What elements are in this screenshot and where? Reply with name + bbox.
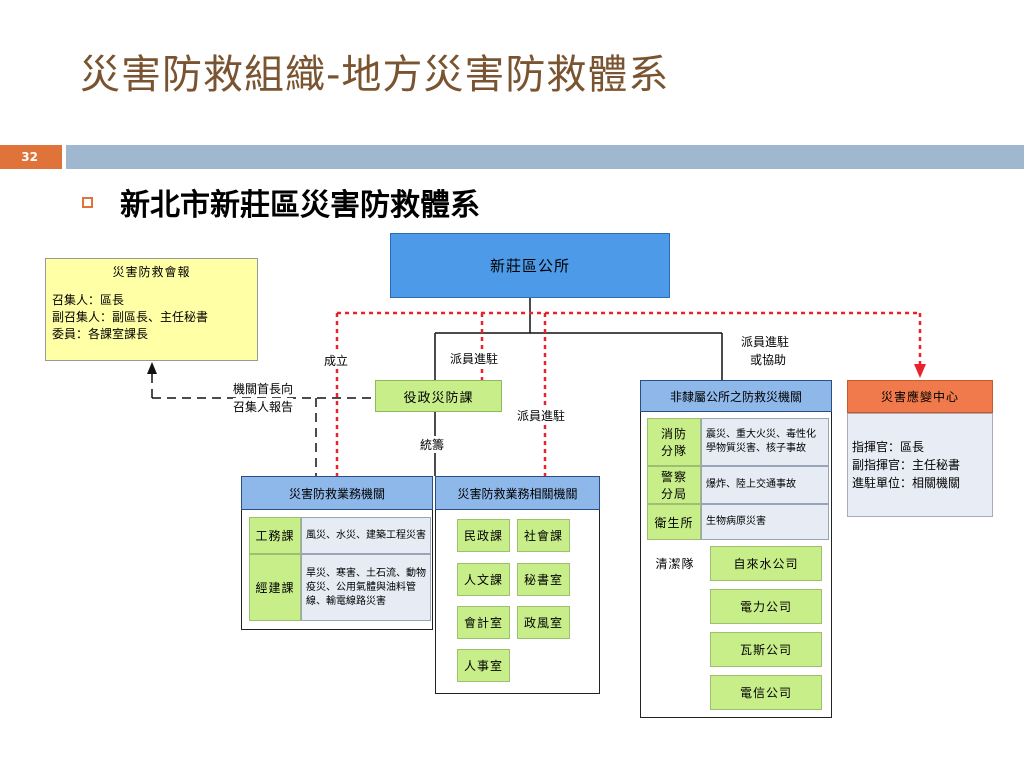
emergency-deputy: 副指揮官：主任秘書 xyxy=(852,458,961,472)
unit-ethics: 政風室 xyxy=(517,606,570,639)
label-report-2: 召集人報告 xyxy=(233,398,294,415)
unit-health: 衛生所 xyxy=(647,504,701,540)
unit-water-company: 自來水公司 xyxy=(710,546,822,581)
unit-public-works: 工務課 xyxy=(249,517,301,554)
unit-civil-affairs: 民政課 xyxy=(457,519,510,552)
civil-disaster-section-box: 役政災防課 xyxy=(375,380,502,412)
meeting-members: 委員：各課室課長 xyxy=(52,327,149,341)
label-dispatch-right-1: 派員進駐 xyxy=(741,333,790,350)
slide-subtitle: 新北市新莊區災害防救體系 xyxy=(120,188,480,223)
desc-police: 爆炸、陸上交通事故 xyxy=(701,466,829,504)
desc-public-works: 風災、水災、建築工程災害 xyxy=(301,517,431,554)
unit-personnel: 人事室 xyxy=(457,649,510,682)
label-dispatch-right-2: 或協助 xyxy=(750,351,787,368)
emergency-commander: 指揮官：區長 xyxy=(852,440,925,454)
header-bar xyxy=(66,145,1024,169)
label-coordinate: 統籌 xyxy=(420,436,445,453)
disaster-meeting-box: 災害防救會報 召集人：區長 副召集人：副區長、主任秘書 委員：各課室課長 xyxy=(45,258,258,361)
label-dispatch-mid: 派員進駐 xyxy=(517,407,566,424)
unit-police: 警察分局 xyxy=(647,466,701,504)
page-number-box: 32 xyxy=(0,145,62,169)
unit-gas-company: 瓦斯公司 xyxy=(710,632,822,667)
district-office-box: 新莊區公所 xyxy=(390,233,670,298)
emergency-center-body: 指揮官：區長 副指揮官：主任秘書 進駐單位：相關機關 xyxy=(847,413,993,517)
desc-economic: 旱災、寒害、土石流、動物疫災、公用氣體與油料管線、輸電線路災害 xyxy=(301,554,431,621)
slide-title: 災害防救組織-地方災害防救體系 xyxy=(80,52,670,98)
unit-social: 社會課 xyxy=(517,519,570,552)
unit-economic: 經建課 xyxy=(249,554,301,621)
non-affiliated-header: 非隸屬公所之防救災機關 xyxy=(640,380,832,412)
meeting-title: 災害防救會報 xyxy=(112,265,191,279)
meeting-convener: 召集人：區長 xyxy=(52,293,125,307)
page-number: 32 xyxy=(21,150,38,164)
emergency-center-header: 災害應變中心 xyxy=(847,380,993,413)
related-agencies-header: 災害防救業務相關機關 xyxy=(435,476,600,510)
unit-secretary: 秘書室 xyxy=(517,563,570,596)
unit-fire-brigade: 消防分隊 xyxy=(647,418,701,466)
bullet-icon xyxy=(82,197,93,208)
desc-fire-brigade: 震災、重大火災、毒性化學物質災害、核子事故 xyxy=(701,418,829,466)
label-report-1: 機關首長向 xyxy=(233,380,294,397)
desc-health: 生物病原災害 xyxy=(701,504,829,540)
label-dispatch-left: 派員進駐 xyxy=(450,350,499,367)
business-agencies-header: 災害防救業務機關 xyxy=(241,476,433,510)
emergency-stationed: 進駐單位：相關機關 xyxy=(852,476,961,490)
unit-telecom-company: 電信公司 xyxy=(710,675,822,710)
unit-cleaning: 清潔隊 xyxy=(655,556,695,571)
unit-accounting: 會計室 xyxy=(457,606,510,639)
unit-power-company: 電力公司 xyxy=(710,589,822,624)
meeting-deputy: 副召集人：副區長、主任秘書 xyxy=(52,310,209,324)
unit-humanities: 人文課 xyxy=(457,563,510,596)
label-established: 成立 xyxy=(324,352,349,369)
